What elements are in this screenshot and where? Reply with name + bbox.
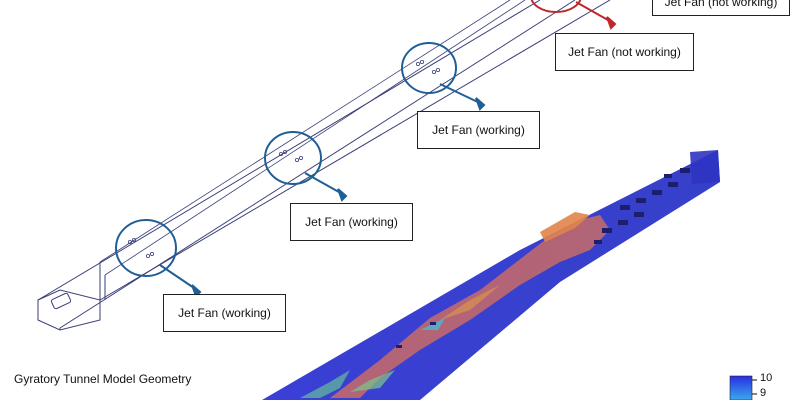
label-jet-fan-working-3: Jet Fan (working) bbox=[417, 111, 540, 149]
fan-holes-2 bbox=[278, 149, 303, 162]
cfd-result-visualization bbox=[262, 150, 720, 400]
color-scale-bar bbox=[729, 375, 753, 401]
fan-marker-working-1 bbox=[115, 219, 202, 298]
tunnel-wireframe bbox=[37, 0, 611, 331]
label-jet-fan-working-2: Jet Fan (working) bbox=[290, 203, 413, 241]
fan-holes-3 bbox=[415, 60, 440, 75]
color-scale-tick-max: 10 bbox=[760, 372, 773, 384]
fan-holes-1 bbox=[127, 237, 154, 258]
label-jet-fan-not-working: Jet Fan (not working) bbox=[555, 33, 694, 71]
fan-marker-working-2 bbox=[264, 131, 348, 202]
label-jet-fan-working-1: Jet Fan (working) bbox=[163, 294, 286, 332]
label-jet-fan-not-working-top: Jet Fan (not working) bbox=[652, 0, 790, 16]
fan-marker-working-3 bbox=[401, 42, 486, 111]
color-scale-tick-second: 9 bbox=[760, 387, 767, 399]
figure-caption: Gyratory Tunnel Model Geometry bbox=[14, 372, 192, 386]
fan-marker-not-working bbox=[530, 0, 617, 30]
